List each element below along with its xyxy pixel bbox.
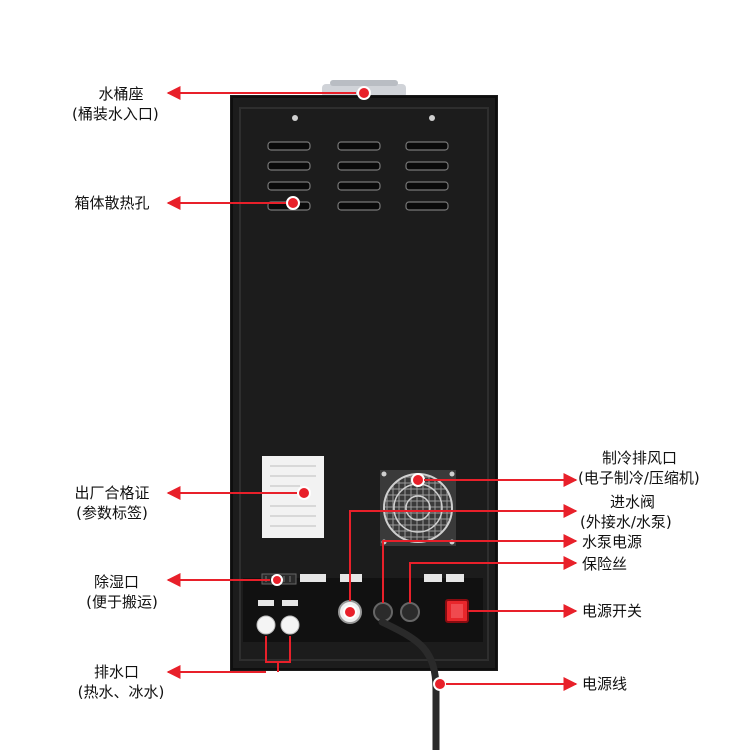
drain-hot [256, 615, 276, 635]
label-inlet-valve: 进水阀 (外接水/水泵) [580, 492, 740, 532]
label-certificate-title: 出厂合格证 [74, 484, 150, 502]
label-pump-power-title: 水泵电源 [582, 533, 643, 551]
fuse-holder [400, 602, 420, 622]
label-inlet-valve-title: 进水阀 [610, 493, 656, 511]
label-certificate: 出厂合格证 (参数标签) [60, 483, 164, 523]
vent-slots [267, 141, 449, 211]
label-power-switch: 电源开关 [582, 601, 702, 621]
cooling-fan [380, 470, 456, 546]
drain-cold [280, 615, 300, 635]
label-dehumidify: 除湿口 (便于搬运) [72, 572, 172, 612]
label-inlet-valve-sub: (外接水/水泵) [580, 513, 672, 531]
pointers-left [166, 86, 356, 679]
label-drain-title: 排水口 [94, 663, 140, 681]
label-cooling-fan-title: 制冷排风口 [602, 449, 678, 467]
label-certificate-sub: (参数标签) [76, 504, 148, 522]
label-drain: 排水口 (热水、冰水) [66, 662, 176, 702]
pointers-right [349, 473, 578, 691]
label-power-switch-title: 电源开关 [582, 602, 643, 620]
label-drain-sub: (热水、冰水) [77, 683, 165, 701]
label-bucket-seat: 水桶座 (桶装水入口) [72, 84, 159, 124]
label-fuse-title: 保险丝 [582, 555, 628, 573]
label-dehumidify-sub: (便于搬运) [86, 593, 158, 611]
certificate-sticker [262, 456, 324, 538]
label-dehumidify-title: 除湿口 [94, 573, 140, 591]
label-bucket-seat-sub: (桶装水入口) [72, 105, 159, 123]
label-bucket-seat-title: 水桶座 [98, 85, 144, 103]
label-power-cord-title: 电源线 [582, 675, 628, 693]
label-pump-power: 水泵电源 [582, 532, 702, 552]
pointer-dots [271, 86, 447, 691]
label-vent-holes: 箱体散热孔 [62, 193, 162, 213]
label-power-cord: 电源线 [582, 674, 702, 694]
label-vent-holes-title: 箱体散热孔 [74, 194, 150, 212]
label-cooling-fan: 制冷排风口 (电子制冷/压缩机) [578, 448, 740, 488]
label-cooling-fan-sub: (电子制冷/压缩机) [578, 469, 700, 487]
pump-power-socket [373, 602, 393, 622]
label-fuse: 保险丝 [582, 554, 702, 574]
